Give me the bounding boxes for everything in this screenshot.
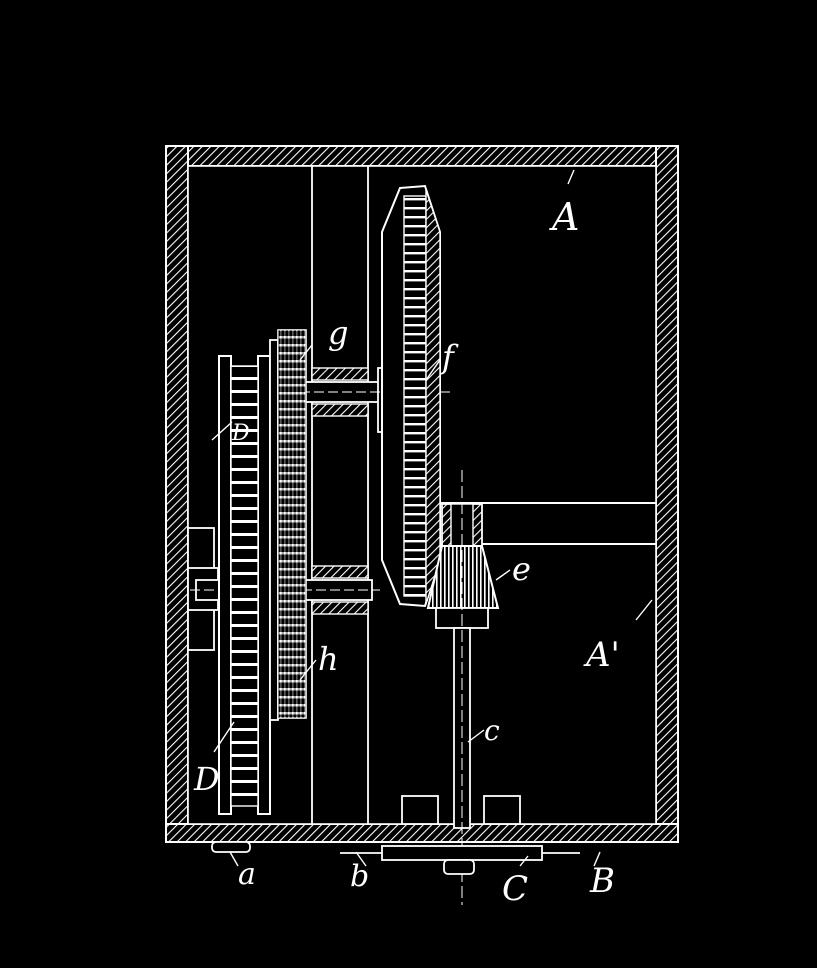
label-h: h (318, 640, 339, 678)
label-e: e (512, 550, 531, 588)
housing-top-wall (165, 145, 679, 167)
label-A-right: A' (583, 635, 620, 675)
crown-wheel-f (381, 184, 441, 608)
housing-bottom-wall (165, 823, 679, 843)
gear-g-h (269, 329, 307, 721)
label-g: g (328, 314, 348, 352)
label-c: c (484, 714, 500, 747)
label-D-lower: D (193, 760, 220, 798)
label-b: b (350, 859, 369, 894)
label-a: a (238, 857, 256, 892)
bevel-pinion-e (426, 545, 500, 609)
vertical-shaft-c (401, 470, 521, 905)
foot-a (211, 841, 251, 853)
bottom-parts (211, 841, 580, 875)
housing-left-wall (165, 145, 189, 843)
partitions (311, 166, 369, 824)
gear-wheel-D (218, 355, 271, 815)
leader-lines (211, 169, 653, 867)
label-B: B (589, 861, 615, 901)
label-C: C (502, 869, 528, 909)
housing-right-wall (655, 145, 679, 843)
lever-C (381, 845, 543, 861)
reference-labels: A A' D D g f h e c a b C B (193, 195, 620, 909)
label-D-upper: D (231, 421, 250, 446)
label-A-top: A (549, 195, 579, 239)
